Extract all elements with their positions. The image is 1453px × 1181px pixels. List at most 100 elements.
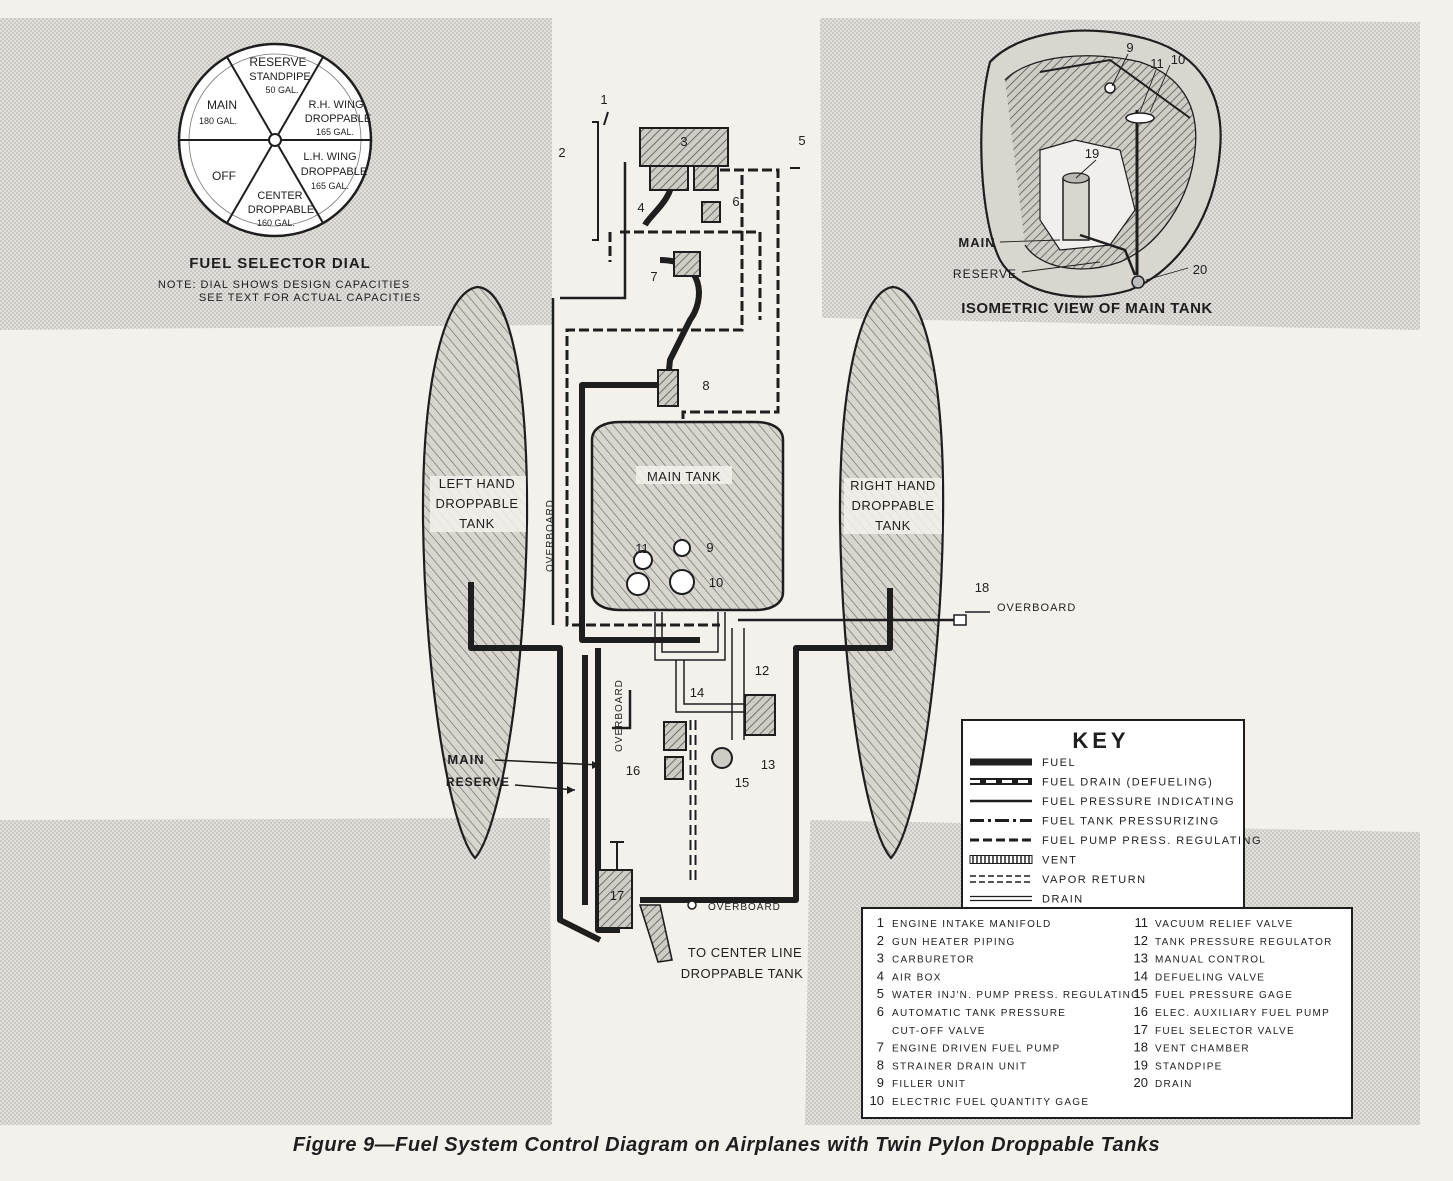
- center-tank-label-2: DROPPABLE TANK: [681, 966, 804, 981]
- key-item-number: 19: [1134, 1057, 1148, 1072]
- left-droppable-tank: LEFT HAND DROPPABLE TANK: [421, 285, 529, 860]
- callout-13: 13: [761, 757, 775, 772]
- key-line-vent: VENT: [969, 855, 1076, 867]
- callout-2: 2: [558, 145, 565, 160]
- dial-seg-main-cap: 180 GAL.: [199, 116, 237, 126]
- isometric-view: 9 11 10 19 20 MAIN RESERVE ISOMETRIC VIE…: [953, 29, 1222, 317]
- key-line-label: FUEL PRESSURE INDICATING: [1042, 796, 1235, 808]
- callout-7: 7: [650, 269, 657, 284]
- key-line-pressure-ind: FUEL PRESSURE INDICATING: [970, 796, 1235, 808]
- callout-17: 17: [610, 888, 624, 903]
- key-item-number: 13: [1134, 951, 1148, 966]
- dial-seg-center-sub: DROPPABLE: [248, 204, 314, 216]
- reserve-arrow-label: RESERVE: [446, 775, 510, 789]
- key-item-label: ELECTRIC FUEL QUANTITY GAGE: [892, 1097, 1089, 1108]
- dial-seg-main: MAIN: [207, 98, 237, 112]
- dial-seg-rh: R.H. WING: [309, 99, 364, 111]
- iso-callout-10: 10: [1171, 52, 1185, 67]
- key-line-pump-reg: FUEL PUMP PRESS. REGULATING: [970, 835, 1262, 847]
- key-item-number: 9: [877, 1075, 884, 1090]
- dial-note-2: SEE TEXT FOR ACTUAL CAPACITIES: [199, 292, 421, 304]
- key-title: KEY: [1072, 728, 1129, 753]
- dial-title: FUEL SELECTOR DIAL: [189, 255, 371, 272]
- main-arrow-label: MAIN: [447, 752, 484, 767]
- key-item-label: DEFUELING VALVE: [1155, 972, 1265, 983]
- callout-15: 15: [735, 775, 749, 790]
- key-line-label: FUEL TANK PRESSURIZING: [1042, 816, 1220, 828]
- callout-10: 10: [709, 575, 723, 590]
- fuel-selector-dial: RESERVE STANDPIPE 50 GAL. R.H. WING DROP…: [158, 42, 421, 304]
- dial-seg-center-cap: 160 GAL.: [257, 218, 295, 228]
- key-item-label: AIR BOX: [892, 972, 942, 983]
- dial-seg-off: OFF: [212, 169, 236, 183]
- overboard-label-vertical-2: OVERBOARD: [614, 679, 625, 752]
- key-item-label: STRAINER DRAIN UNIT: [892, 1061, 1027, 1072]
- callout-8: 8: [702, 378, 709, 393]
- components: [597, 127, 967, 963]
- left-tank-label-3: TANK: [459, 516, 495, 531]
- key-line-label: FUEL PUMP PRESS. REGULATING: [1042, 835, 1262, 847]
- diagram-labels: OVERBOARD OVERBOARD OVERBOARD OVERBOARD …: [446, 499, 1075, 981]
- key-item-label: ENGINE INTAKE MANIFOLD: [892, 919, 1052, 930]
- key-item-number: 2: [877, 933, 884, 948]
- dial-seg-reserve-cap: 50 GAL.: [265, 85, 298, 95]
- key-item-label: TANK PRESSURE REGULATOR: [1155, 937, 1333, 948]
- key-item-label: GUN HEATER PIPING: [892, 937, 1016, 948]
- iso-callout-9: 9: [1126, 40, 1133, 55]
- key-item-label: FUEL SELECTOR VALVE: [1155, 1026, 1295, 1037]
- key-line-label: FUEL DRAIN (DEFUELING): [1042, 777, 1213, 789]
- key-item-number: 11: [1135, 915, 1149, 930]
- iso-title: ISOMETRIC VIEW OF MAIN TANK: [961, 300, 1213, 317]
- callout-6: 6: [732, 194, 739, 209]
- iso-label-reserve: RESERVE: [953, 267, 1017, 281]
- iso-callout-11: 11: [1150, 56, 1164, 71]
- key-item-number: 17: [1134, 1022, 1148, 1037]
- left-tank-label-2: DROPPABLE: [435, 496, 518, 511]
- key-line-vapor: VAPOR RETURN: [970, 874, 1147, 886]
- key-item-label: ENGINE DRIVEN FUEL PUMP: [892, 1044, 1060, 1055]
- key-item-label: WATER INJ'N. PUMP PRESS. REGULATING: [892, 990, 1140, 1001]
- callout-numbers: 1 2 3 4 5 6 7 8 9 10 11 12 13 14 15 16 1…: [558, 92, 989, 903]
- key-item-label: DRAIN: [1155, 1079, 1193, 1090]
- key-item-label: VENT CHAMBER: [1155, 1044, 1250, 1055]
- key-item-number: 5: [877, 986, 884, 1001]
- key-item-label: ELEC. AUXILIARY FUEL PUMP: [1155, 1008, 1330, 1019]
- key-line-fuel: FUEL: [970, 757, 1076, 769]
- right-tank-label-1: RIGHT HAND: [850, 478, 936, 493]
- key-item-label: STANDPIPE: [1155, 1061, 1223, 1072]
- key-item-number: 6: [877, 1004, 884, 1019]
- key-item-number: 14: [1134, 968, 1148, 983]
- dial-seg-lh-cap: 165 GAL.: [311, 181, 349, 191]
- callout-11: 11: [635, 541, 649, 556]
- key-line-samples: FUEL FUEL DRAIN (DEFUELING) FUEL PRESSURE …: [969, 757, 1262, 906]
- center-tank-label-1: TO CENTER LINE: [688, 945, 802, 960]
- callout-9: 9: [706, 540, 713, 555]
- key-item-number: 4: [877, 968, 884, 983]
- callout-5: 5: [798, 133, 805, 148]
- key-item-number: 1: [877, 915, 884, 930]
- main-tank: MAIN TANK: [590, 420, 785, 612]
- key-item-label: AUTOMATIC TANK PRESSURE: [892, 1008, 1066, 1019]
- key-item-number: 8: [877, 1057, 884, 1072]
- dial-seg-rh-sub: DROPPABLE: [305, 113, 371, 125]
- callout-12: 12: [755, 663, 769, 678]
- key-line-tank-press: FUEL TANK PRESSURIZING: [970, 816, 1220, 828]
- dial-seg-lh: L.H. WING: [303, 151, 356, 163]
- right-tank-label-3: TANK: [875, 518, 911, 533]
- key-item-number: 10: [870, 1093, 884, 1108]
- callout-1: 1: [600, 92, 607, 107]
- right-tank-label-2: DROPPABLE: [851, 498, 934, 513]
- key-item-number: 3: [877, 951, 884, 966]
- key-item-number: 7: [877, 1040, 884, 1055]
- key-item-number: 15: [1134, 986, 1148, 1001]
- callout-18: 18: [975, 580, 989, 595]
- iso-label-main: MAIN: [958, 235, 995, 250]
- key-line-label: FUEL: [1042, 757, 1076, 769]
- key-item-label: CUT-OFF VALVE: [892, 1026, 986, 1037]
- key-line-drain-defuel: FUEL DRAIN (DEFUELING): [970, 777, 1213, 789]
- dial-seg-reserve: RESERVE: [249, 55, 306, 69]
- right-droppable-tank: RIGHT HAND DROPPABLE TANK: [838, 285, 945, 860]
- key-line-label: VAPOR RETURN: [1042, 874, 1147, 886]
- callout-4: 4: [637, 200, 644, 215]
